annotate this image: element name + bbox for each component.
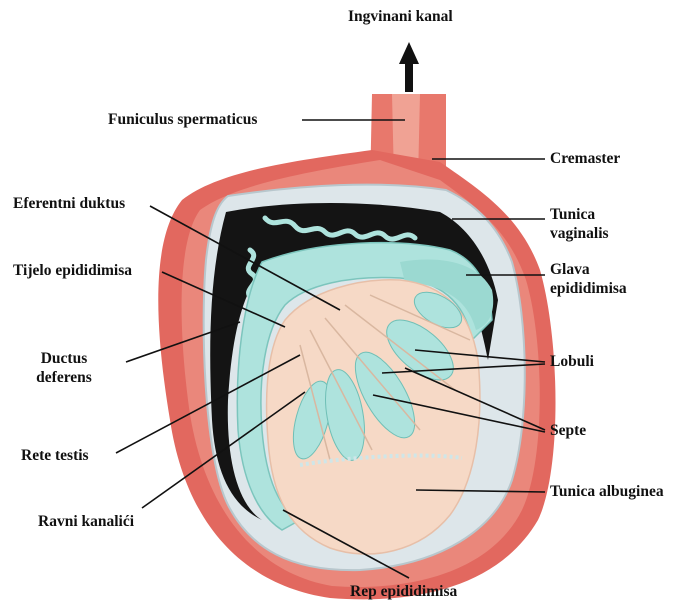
label-tunica-vaginalis-line1: Tunica — [550, 206, 595, 224]
label-lobuli: Lobuli — [550, 353, 594, 371]
label-tunica-albuginea: Tunica albuginea — [550, 483, 664, 501]
label-ductus-deferens-line1: Ductus — [29, 350, 99, 368]
label-funiculus-spermaticus: Funiculus spermaticus — [108, 111, 257, 129]
label-tunica-vaginalis-line2: vaginalis — [550, 225, 609, 243]
label-ingvinani-kanal: Ingvinani kanal — [348, 8, 453, 26]
label-ductus-deferens-line2: deferens — [29, 369, 99, 387]
label-septe: Septe — [550, 422, 586, 440]
label-ravni-kanalici: Ravni kanalići — [38, 513, 134, 531]
label-cremaster: Cremaster — [550, 150, 620, 168]
label-eferentni-duktus: Eferentni duktus — [13, 195, 125, 213]
label-rep-epididimisa: Rep epididimisa — [350, 583, 457, 601]
label-glava-epididimisa-line2: epididimisa — [550, 280, 627, 298]
label-rete-testis: Rete testis — [21, 447, 89, 465]
label-glava-epididimisa-line1: Glava — [550, 261, 590, 279]
label-tijelo-epididimisa: Tijelo epididimisa — [13, 262, 132, 280]
up-arrow-icon — [399, 42, 419, 92]
